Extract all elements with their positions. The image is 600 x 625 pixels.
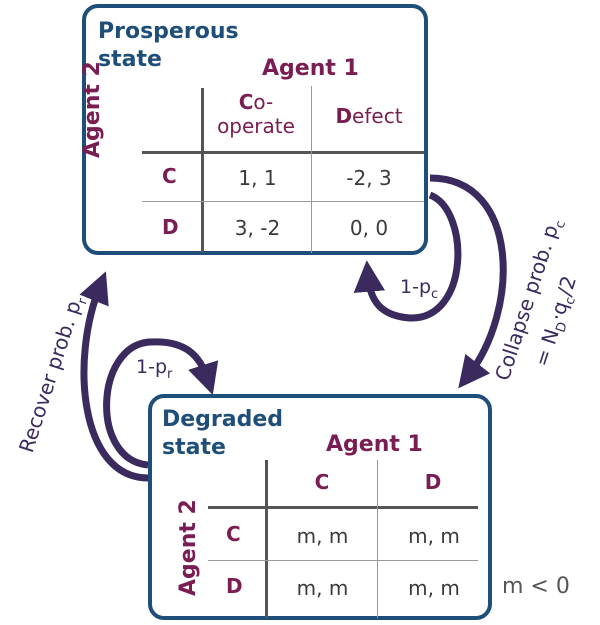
degraded-grid-vline-main [265, 460, 268, 618]
degraded-row-c: C [226, 522, 241, 546]
prosperous-col-cooperate: Co-operate [217, 90, 295, 138]
prosperous-grid-hline-main [142, 151, 424, 154]
degraded-payoff-dd: m, m [408, 576, 460, 600]
stay-degraded-label: 1-pr [136, 356, 173, 382]
recover-arrow [79, 271, 149, 482]
degraded-grid-hline-main [208, 506, 478, 509]
collapse-arrow [429, 174, 507, 389]
prosperous-grid-vline [311, 86, 312, 253]
stay-degraded-loop [103, 338, 219, 469]
degraded-payoff-cc: m, m [296, 524, 349, 548]
prosperous-row-d: D [162, 215, 179, 239]
degraded-col-c: C [314, 470, 330, 494]
payoff-dd: 0, 0 [349, 216, 389, 240]
degraded-grid-vline [377, 460, 378, 618]
m-note: m < 0 [502, 574, 570, 599]
degraded-payoff-dc: m, m [296, 576, 349, 600]
degraded-col-d: D [424, 470, 442, 494]
degraded-payoff-cd: m, m [408, 524, 460, 548]
prosperous-grid-hline [142, 201, 424, 202]
degraded-agent1-label: Agent 1 [326, 432, 423, 457]
prosperous-grid-vline-main [201, 88, 204, 253]
stay-prosperous-loop [353, 191, 462, 322]
prosperous-agent1-label: Agent 1 [262, 56, 359, 81]
payoff-cc: 1, 1 [238, 166, 277, 190]
payoff-cd: -2, 3 [346, 166, 392, 190]
degraded-agent2-label: Agent 2 [176, 499, 201, 596]
prosperous-agent2-label: Agent 2 [80, 61, 105, 158]
degraded-row-d: D [226, 574, 243, 598]
prosperous-row-c: C [162, 164, 177, 188]
prosperous-col-defect: Defect [335, 104, 403, 128]
degraded-grid-hline [208, 560, 478, 561]
payoff-dc: 3, -2 [234, 216, 281, 240]
stay-prosperous-label: 1-pc [400, 276, 439, 302]
